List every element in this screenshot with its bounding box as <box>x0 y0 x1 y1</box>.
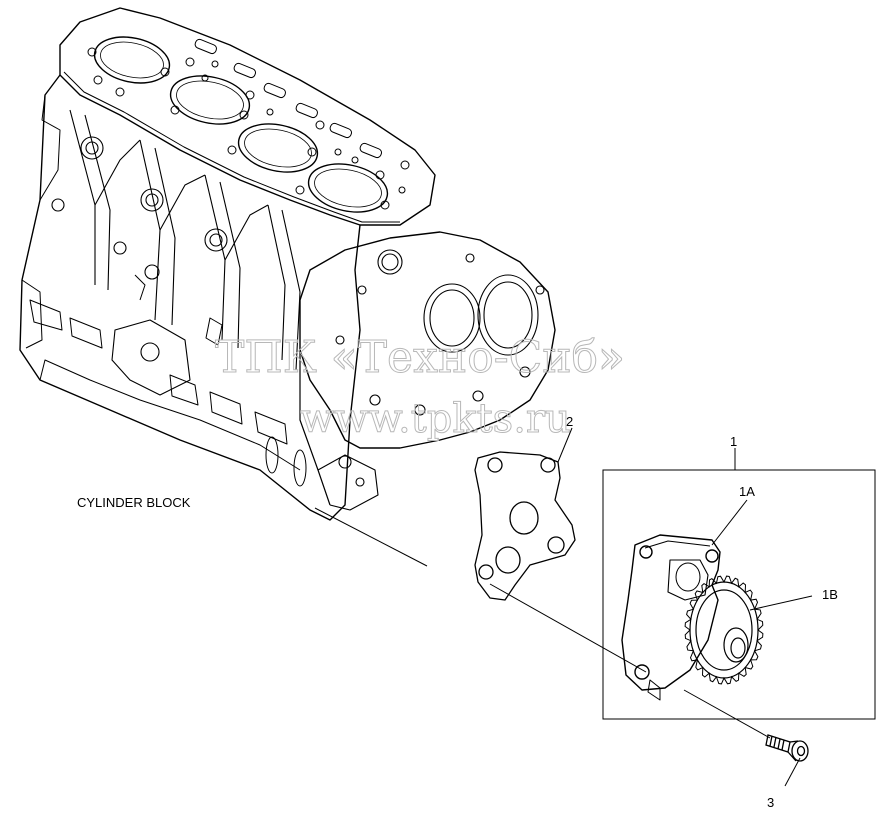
bolt-axis-line <box>489 583 771 739</box>
callout-1b: 1B <box>822 587 838 602</box>
cylinder-bore-4 <box>307 163 389 213</box>
pump-gasket <box>474 451 576 601</box>
callout-1: 1 <box>730 434 737 449</box>
gear-teeth <box>684 575 764 685</box>
watermark-line1: ТПК «Техно-Сиб» <box>215 332 625 383</box>
oil-pump-gear <box>684 575 764 685</box>
leader-bolt <box>784 757 801 787</box>
leader-pump-gear <box>749 595 813 611</box>
oil-pump-body <box>621 534 721 701</box>
watermark: ТПК «Техно-Сиб» www.tpkts.ru <box>215 332 626 443</box>
leader-pump-body <box>711 499 748 546</box>
block-side <box>19 74 361 521</box>
leader-lines <box>314 427 813 787</box>
pump-bolt <box>765 734 809 762</box>
leader-cylinder-block <box>314 507 428 567</box>
rear-plate-bore-2 <box>423 283 481 353</box>
callout-2: 2 <box>566 414 573 429</box>
cylinder-bore-3 <box>237 123 319 173</box>
rear-plate-bore-1 <box>377 249 403 275</box>
head-gasket <box>59 7 436 226</box>
label-cylinder-block: CYLINDER BLOCK <box>77 495 191 510</box>
block-rear-plate <box>299 231 556 449</box>
rear-plate-bore-3 <box>477 274 539 356</box>
watermark-line2: www.tpkts.ru <box>300 396 571 442</box>
cylinder-block <box>19 7 556 521</box>
leader-gasket <box>557 427 573 463</box>
callout-3: 3 <box>767 795 774 810</box>
cylinder-bore-2 <box>169 75 251 125</box>
pump-assembly-frame <box>602 469 876 720</box>
callout-1a: 1A <box>739 484 755 499</box>
cylinder-bore-1 <box>93 36 171 84</box>
